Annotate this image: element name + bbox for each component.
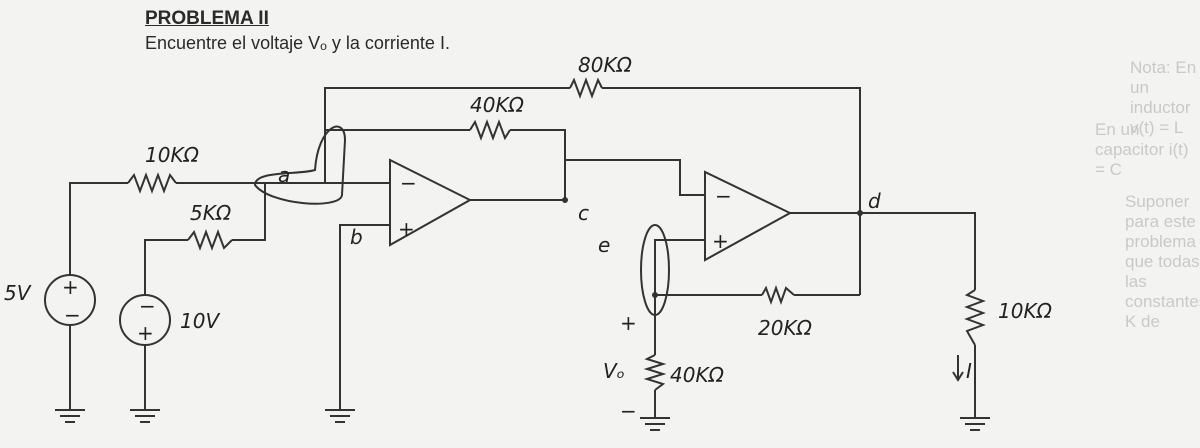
node-label-b: b [350, 225, 363, 249]
resistor-10k-load [964, 289, 986, 346]
node-label-a: a [278, 163, 290, 187]
op-amp-2-minus: − [715, 184, 732, 208]
voltage-source-5v [44, 274, 96, 326]
source-10v-minus: − [139, 294, 156, 318]
label-40k-output: 40KΩ [670, 363, 725, 387]
vo-minus: − [620, 399, 637, 423]
node-label-c: c [578, 201, 589, 225]
current-arrow-icon [952, 355, 964, 382]
vo-plus: + [620, 311, 637, 335]
node-dots [562, 197, 863, 298]
wires [69, 87, 976, 418]
note-inductor: Nota: En un inductor v(t) = L [1130, 58, 1197, 137]
op-amp-2-plus: + [712, 229, 729, 253]
op-amp-1-plus: + [398, 217, 415, 241]
source-10v-plus: + [137, 321, 154, 345]
source-5v-plus: + [62, 275, 79, 299]
voltage-source-10v [119, 294, 171, 346]
resistor-40k-output [643, 354, 667, 391]
op-amp-2 [704, 170, 793, 262]
label-current-i: I [966, 359, 972, 383]
label-5v: 5V [4, 281, 32, 305]
op-amp-1-minus: − [400, 171, 417, 195]
ground-icons [55, 409, 990, 431]
label-10k-load: 10KΩ [998, 299, 1053, 323]
resistor-80k [569, 77, 603, 99]
resistor-20k [761, 285, 795, 305]
resistor-40k-feedback [469, 119, 511, 141]
problem-title: PROBLEMA II [145, 8, 269, 29]
note-capacitor: En un capacitor i(t) = C [1095, 120, 1189, 179]
node-e-circle [640, 224, 670, 316]
problem-statement: Encuentre el voltaje Vₒ y la corriente I… [145, 33, 450, 53]
label-5k: 5KΩ [190, 201, 232, 225]
note-assume: Suponer para este problema que todas las… [1125, 192, 1200, 331]
label-10v: 10V [180, 309, 220, 333]
source-5v-minus: − [64, 303, 81, 327]
label-10k-input: 10KΩ [145, 143, 200, 167]
node-label-d: d [868, 189, 881, 213]
label-vo: Vₒ [603, 359, 625, 383]
label-20k: 20KΩ [758, 316, 813, 340]
resistor-10k-input [127, 172, 177, 194]
label-40k-feedback: 40KΩ [470, 93, 525, 117]
op-amp-1 [389, 158, 473, 247]
node-a-circle [253, 125, 347, 205]
resistor-5k [187, 229, 233, 251]
label-80k: 80KΩ [578, 53, 633, 77]
node-label-e: e [598, 233, 610, 257]
